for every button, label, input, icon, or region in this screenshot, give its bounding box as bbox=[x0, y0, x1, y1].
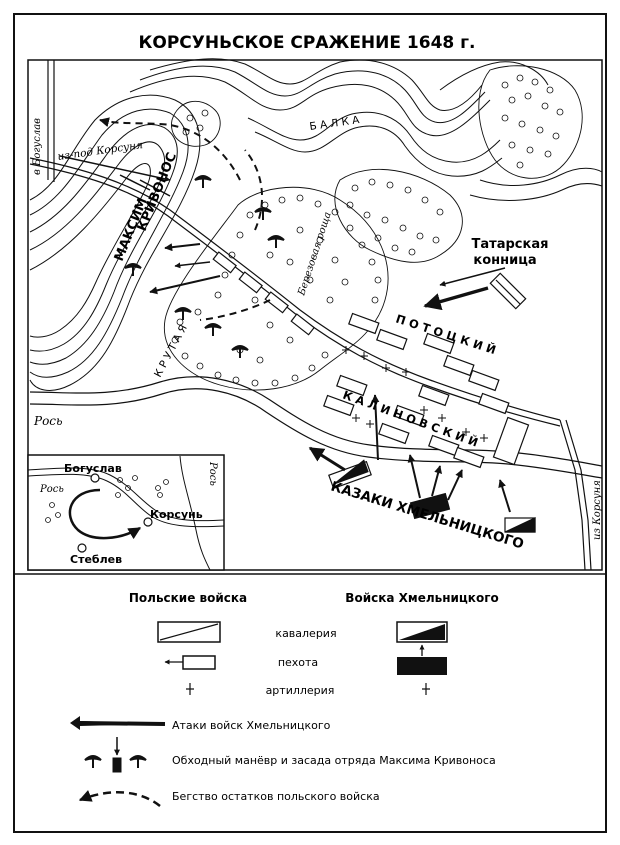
forest-north bbox=[163, 65, 583, 391]
label-tatar-2: конница bbox=[473, 253, 536, 268]
inset-boguslav: Богуслав bbox=[64, 462, 122, 475]
label-iz-korsunya: из Корсуня bbox=[592, 480, 603, 540]
legend-cavalry-label: кавалерия bbox=[275, 627, 336, 640]
legend-polish-artillery-symbol bbox=[186, 683, 194, 695]
polish-column bbox=[212, 251, 530, 469]
legend-maneuver-label: Обходный манёвр и засада отряда Максима … bbox=[172, 754, 496, 767]
legend-artillery-label: артиллерия bbox=[266, 684, 335, 697]
legend-khmel-header: Войска Хмельницкого bbox=[345, 591, 498, 605]
label-kalinovski: К А Л И Н О В С К И Й bbox=[341, 387, 480, 450]
label-kruta: К Р У Т А Я bbox=[152, 323, 190, 380]
inset-steblev: Стеблев bbox=[70, 553, 122, 566]
legend: Польские войска Войска Хмельницкого кава… bbox=[70, 591, 499, 807]
road-label-boguslav: в Богуслав bbox=[32, 118, 43, 175]
legend-polish-infantry-symbol bbox=[164, 655, 216, 670]
artillery-marks bbox=[342, 346, 488, 442]
legend-flight-symbol bbox=[78, 790, 161, 807]
legend-infantry-label: пехота bbox=[278, 656, 318, 669]
legend-polish-cavalry-symbol bbox=[157, 621, 221, 643]
label-berezovaya-roshcha: Березовая роща bbox=[296, 211, 334, 298]
label-ros: Рось bbox=[33, 414, 63, 428]
ambush-markers bbox=[124, 175, 285, 358]
inset-ros-left: Рось bbox=[39, 484, 64, 495]
road-label-from-korsun: из-под Корсуня bbox=[57, 139, 144, 163]
contour-lines bbox=[29, 58, 603, 391]
krivonos-maneuver bbox=[59, 155, 171, 197]
attack-arrows bbox=[149, 243, 511, 513]
flight-dashed bbox=[99, 117, 271, 321]
legend-khmel-cavalry-symbol bbox=[396, 621, 448, 643]
legend-polish-header: Польские войска bbox=[129, 591, 247, 605]
label-balka: Б А Л К А bbox=[309, 114, 361, 133]
inner-frame bbox=[27, 59, 603, 571]
label-tatar-1: Татарская bbox=[472, 237, 549, 252]
outer-frame bbox=[13, 13, 607, 833]
tatar-cavalry-unit bbox=[489, 272, 527, 310]
legend-maneuver-symbol bbox=[84, 737, 147, 773]
inset-korsun: Корсунь bbox=[150, 508, 203, 521]
legend-attack-arrow bbox=[70, 716, 166, 730]
forest-dots bbox=[171, 74, 564, 387]
inset-ros-right: Рось bbox=[207, 461, 218, 486]
legend-khmel-artillery-symbol bbox=[422, 683, 430, 695]
legend-khmel-infantry-symbol bbox=[397, 644, 447, 675]
legend-attacks-label: Атаки войск Хмельницкого bbox=[172, 719, 331, 732]
cossack-units bbox=[328, 272, 536, 533]
legend-flight-label: Бегство остатков польского войска bbox=[172, 790, 380, 803]
map-title: КОРСУНЬСКОЕ СРАЖЕНИЕ 1648 г. bbox=[138, 33, 475, 53]
inset-map: Богуслав Рось Рось Корсунь Стеблев bbox=[27, 454, 225, 571]
label-kazaki: КАЗАКИ ХМЕЛЬНИЦКОГО bbox=[329, 479, 526, 553]
